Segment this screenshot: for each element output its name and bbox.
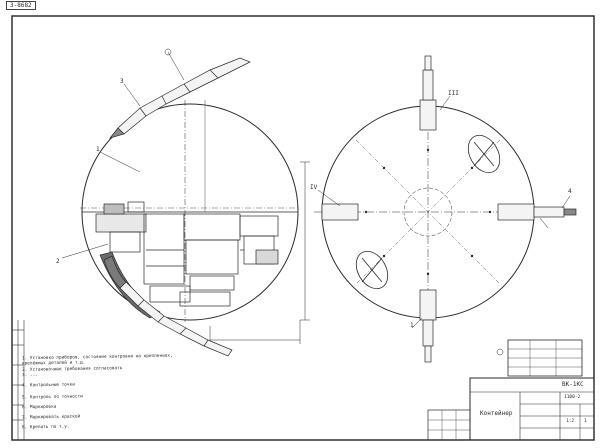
- sheet-border: [11, 15, 595, 441]
- top-leaders: [317, 95, 571, 329]
- top-callout-1: 1: [410, 322, 414, 329]
- equipment-blocks: [95, 201, 279, 307]
- lower-antenna: [103, 255, 233, 357]
- note-line: 3. ...: [21, 372, 38, 379]
- top-callout-4: 4: [568, 188, 572, 195]
- title-block: [427, 377, 595, 441]
- side-view: [61, 48, 310, 357]
- doc-number: 1100-2: [564, 395, 581, 400]
- callout-3: 3: [120, 78, 124, 85]
- upper-antenna: [109, 57, 251, 139]
- scale: 1:2: [566, 419, 575, 424]
- side-leaders: [61, 48, 185, 259]
- sheet-number: 1: [584, 419, 587, 424]
- drawing-title: Контейнер: [480, 410, 513, 417]
- top-antennas: [321, 55, 577, 363]
- note-line: 8. Крепить по т.у.: [21, 424, 70, 431]
- callout-1: 1: [96, 146, 100, 153]
- note-line: 6. Маркировка: [21, 404, 57, 411]
- revision-table: [496, 339, 583, 377]
- note-line: 4. Контрольные точки: [21, 382, 75, 389]
- hatches: [355, 134, 501, 290]
- top-view: [314, 55, 577, 363]
- top-callout-iii: III: [448, 90, 459, 97]
- archive-stamp: 3-8682: [6, 1, 36, 10]
- top-callout-iv: IV: [310, 184, 318, 191]
- left-margin-strip: [12, 320, 25, 440]
- designation: ВК-1КС: [562, 381, 584, 388]
- callout-2: 2: [56, 258, 60, 265]
- top-marks: [364, 148, 492, 276]
